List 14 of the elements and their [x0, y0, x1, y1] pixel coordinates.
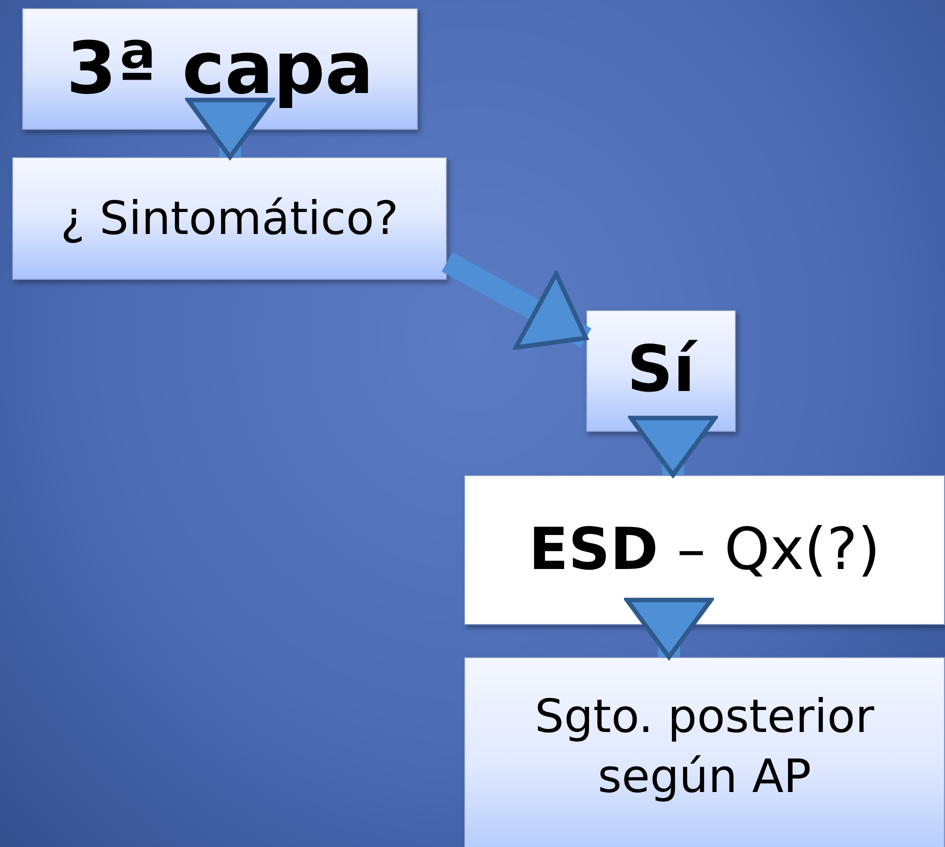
box-text: 3ª capa: [66, 25, 374, 112]
box-text: ESD – Qx(?): [528, 514, 880, 586]
process-box: [22, 8, 418, 130]
block-arrow: [442, 252, 592, 350]
block-arrow: [624, 598, 714, 660]
box-text: Sgto. posterior según AP: [534, 688, 876, 805]
process-box: [586, 310, 736, 432]
process-box: [12, 157, 447, 280]
block-arrow: [186, 98, 274, 160]
process-box: [464, 657, 945, 847]
block-arrow: [628, 416, 718, 478]
process-box: [464, 475, 945, 625]
box-text: ¿ Sintomático?: [60, 190, 398, 247]
box-text: Sí: [626, 329, 696, 413]
